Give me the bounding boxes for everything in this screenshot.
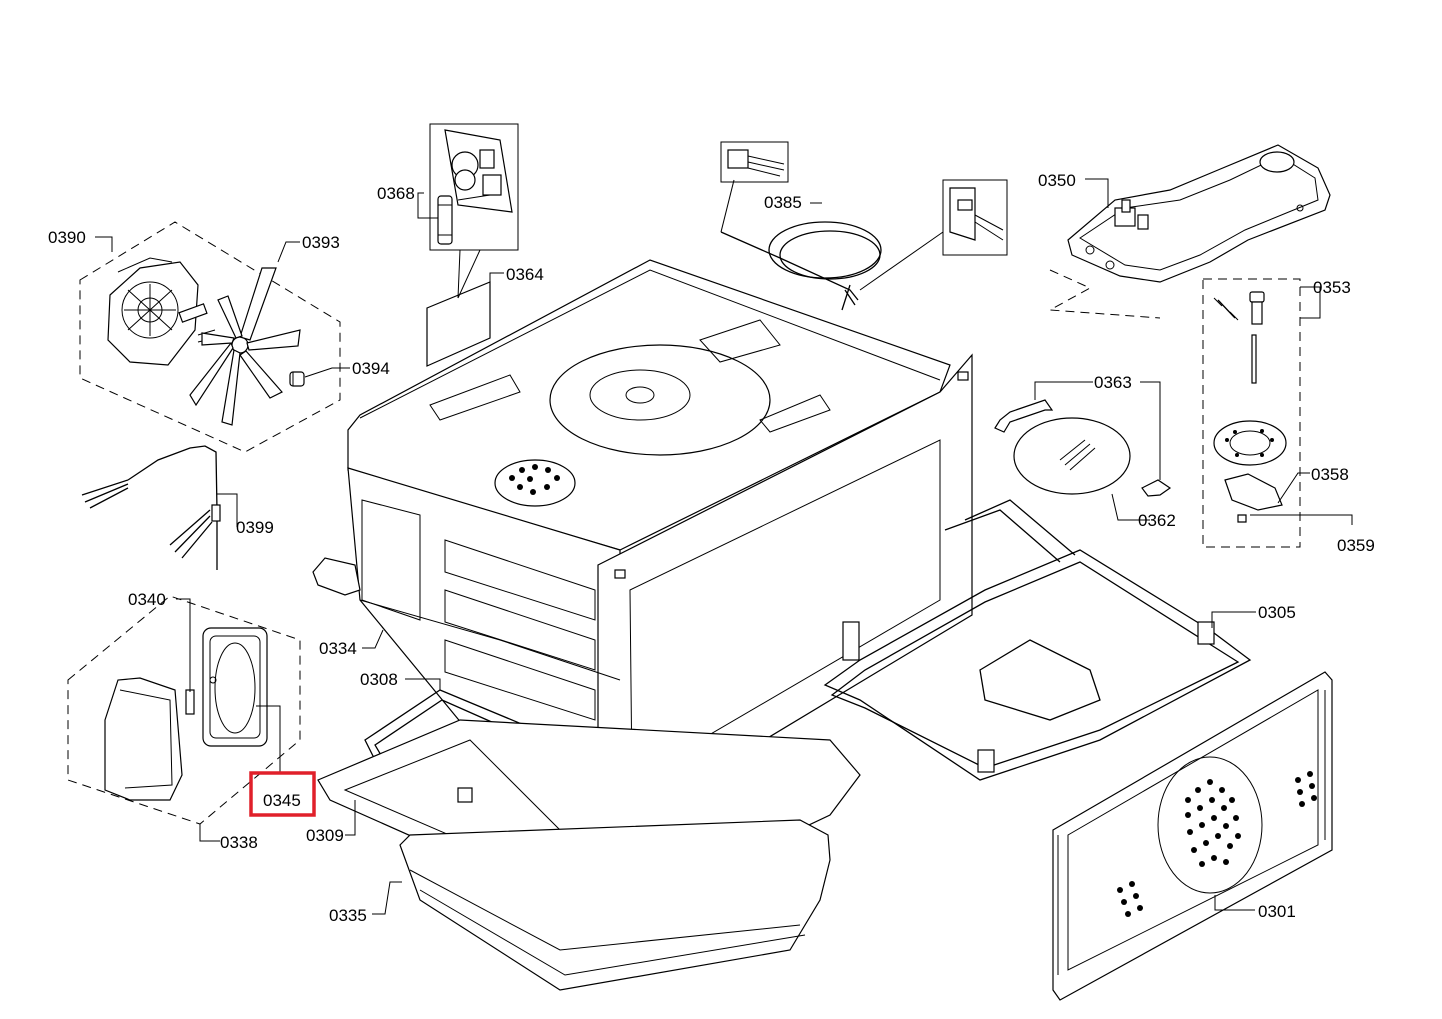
part-labels: 0390 0393 0394 0368 0364 0385 0350 0353 … xyxy=(48,171,1375,925)
label-0390: 0390 xyxy=(48,228,86,247)
leader-lines xyxy=(95,178,1353,915)
label-0363: 0363 xyxy=(1094,373,1132,392)
cable-assembly xyxy=(720,141,1008,311)
cover-plate xyxy=(426,249,491,367)
control-housing xyxy=(1067,144,1331,283)
fan-motor-group xyxy=(79,221,341,453)
label-0345: 0345 xyxy=(263,791,301,810)
highlight-box-0345 xyxy=(249,771,316,817)
label-0335: 0335 xyxy=(329,906,367,925)
label-0394: 0394 xyxy=(352,359,390,378)
label-0393: 0393 xyxy=(302,233,340,252)
label-0338: 0338 xyxy=(220,833,258,852)
label-0334: 0334 xyxy=(319,639,357,658)
label-0359: 0359 xyxy=(1337,536,1375,555)
switch-assembly-box xyxy=(429,123,519,251)
rear-panel xyxy=(1052,671,1333,1001)
label-0358: 0358 xyxy=(1311,465,1349,484)
label-0350: 0350 xyxy=(1038,171,1076,190)
label-0305: 0305 xyxy=(1258,603,1296,622)
lamp-cover-group xyxy=(994,269,1172,497)
label-0399: 0399 xyxy=(236,518,274,537)
thermocouple-wiring xyxy=(81,445,221,570)
fan-cover-group xyxy=(67,595,301,825)
label-0340: 0340 xyxy=(128,590,166,609)
label-0368: 0368 xyxy=(377,184,415,203)
label-0301: 0301 xyxy=(1258,902,1296,921)
top-heating-element xyxy=(823,499,1252,781)
label-0362: 0362 xyxy=(1138,511,1176,530)
label-0353: 0353 xyxy=(1313,278,1351,297)
bottom-heating-element xyxy=(317,689,861,991)
door-glass-kit xyxy=(1202,278,1301,548)
label-0385: 0385 xyxy=(764,193,802,212)
label-0364: 0364 xyxy=(506,265,544,284)
label-0308: 0308 xyxy=(360,670,398,689)
label-0309: 0309 xyxy=(306,826,344,845)
